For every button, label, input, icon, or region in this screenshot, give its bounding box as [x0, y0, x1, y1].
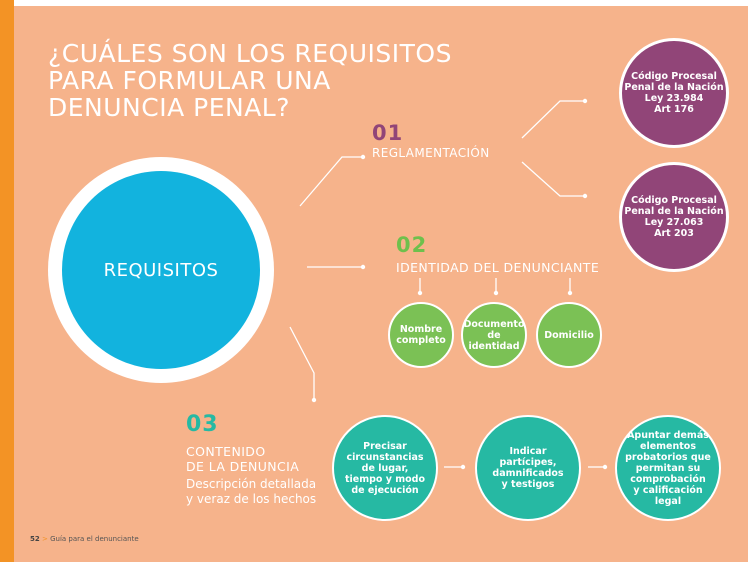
page-footer: 52 > Guía para el denunciante	[30, 535, 139, 543]
center-circle: REQUISITOS	[62, 171, 260, 369]
connector-dot	[460, 464, 466, 470]
item-line: Nombre	[399, 324, 443, 335]
section-01-item: Código Procesal Penal de la Nación Ley 2…	[619, 162, 729, 272]
item-line: y testigos	[501, 479, 555, 490]
item-line: probatorios que	[625, 451, 711, 463]
section-03-item: Apuntar demás elementos probatorios que …	[615, 415, 721, 521]
page-number: 52	[30, 535, 40, 543]
connector-01-p1	[521, 100, 584, 139]
center-label: REQUISITOS	[103, 259, 219, 281]
section-03-label: CONTENIDO DE LA DENUNCIA	[186, 444, 299, 474]
section-03-number: 03	[186, 412, 219, 437]
item-line: de ejecución	[351, 484, 419, 496]
connector-dot	[582, 98, 588, 104]
item-line: Código Procesal	[631, 71, 717, 82]
connector-dot	[493, 290, 499, 296]
connector-dot	[602, 464, 608, 470]
item-line: Penal de la Nación	[624, 82, 724, 93]
item-line: Documento	[463, 318, 525, 330]
page-title: ¿CUÁLES SON LOS REQUISITOS PARA FORMULAR…	[48, 40, 468, 121]
footer-separator: >	[41, 535, 48, 543]
item-line: Domicilio	[544, 329, 594, 341]
connector-01-p2	[521, 161, 584, 197]
item-line: legal	[654, 495, 682, 507]
connector-dot	[582, 193, 588, 199]
item-line: Ley 27.063	[644, 217, 704, 228]
connector-center-03	[289, 326, 315, 398]
connector-dot	[417, 290, 423, 296]
section-03-item: Precisar circunstancias de lugar, tiempo…	[332, 415, 438, 521]
item-line: tiempo y modo	[344, 473, 426, 485]
section-01-number: 01	[372, 121, 404, 145]
connector-dot	[311, 397, 317, 403]
description-line: Descripción detallada	[186, 477, 317, 491]
connector-dot	[360, 264, 366, 270]
item-line: Penal de la Nación	[624, 206, 724, 217]
item-line: Art 203	[654, 228, 694, 239]
connector-center-01	[299, 156, 362, 207]
section-02-label: IDENTIDAD DEL DENUNCIANTE	[396, 260, 600, 275]
item-line: damnificados	[492, 468, 564, 479]
accent-bar	[0, 0, 14, 562]
item-line: y calificación	[633, 484, 703, 496]
section-01-label: REGLAMENTACIÓN	[372, 146, 490, 160]
item-line: Código Procesal	[631, 195, 717, 206]
section-02-item: Nombre completo	[388, 302, 454, 368]
section-01-item: Código Procesal Penal de la Nación Ley 2…	[619, 38, 729, 148]
item-line: circunstancias	[346, 451, 424, 463]
footer-text: Guía para el denunciante	[50, 535, 139, 543]
item-line: Indicar	[509, 446, 547, 457]
title-line: DENUNCIA PENAL?	[48, 93, 290, 122]
item-line: Ley 23.984	[644, 93, 704, 104]
footer-strip	[14, 530, 748, 562]
item-line: completo	[396, 335, 446, 346]
item-line: partícipes,	[499, 457, 557, 468]
item-line: de lugar,	[361, 462, 409, 474]
title-line: PARA FORMULAR UNA	[48, 66, 331, 95]
item-line: elementos	[640, 440, 696, 452]
section-03-description: Descripción detallada y veraz de los hec…	[186, 477, 316, 507]
connector-dot	[567, 290, 573, 296]
connector-dot	[360, 154, 366, 160]
item-line: Precisar	[363, 440, 407, 452]
item-line: de identidad	[468, 329, 520, 352]
item-line: permitan su	[635, 462, 701, 474]
item-line: Apuntar demás	[627, 429, 709, 441]
label-line: CONTENIDO	[186, 444, 266, 459]
section-02-item: Documento de identidad	[461, 302, 527, 368]
item-line: comprobación	[630, 473, 706, 485]
section-02-item: Domicilio	[536, 302, 602, 368]
section-03-item: Indicar partícipes, damnificados y testi…	[475, 415, 581, 521]
label-line: DE LA DENUNCIA	[186, 459, 300, 474]
section-02-number: 02	[396, 233, 428, 257]
description-line: y veraz de los hechos	[186, 492, 317, 506]
item-line: Art 176	[654, 104, 694, 115]
title-line: ¿CUÁLES SON LOS REQUISITOS	[48, 39, 452, 68]
